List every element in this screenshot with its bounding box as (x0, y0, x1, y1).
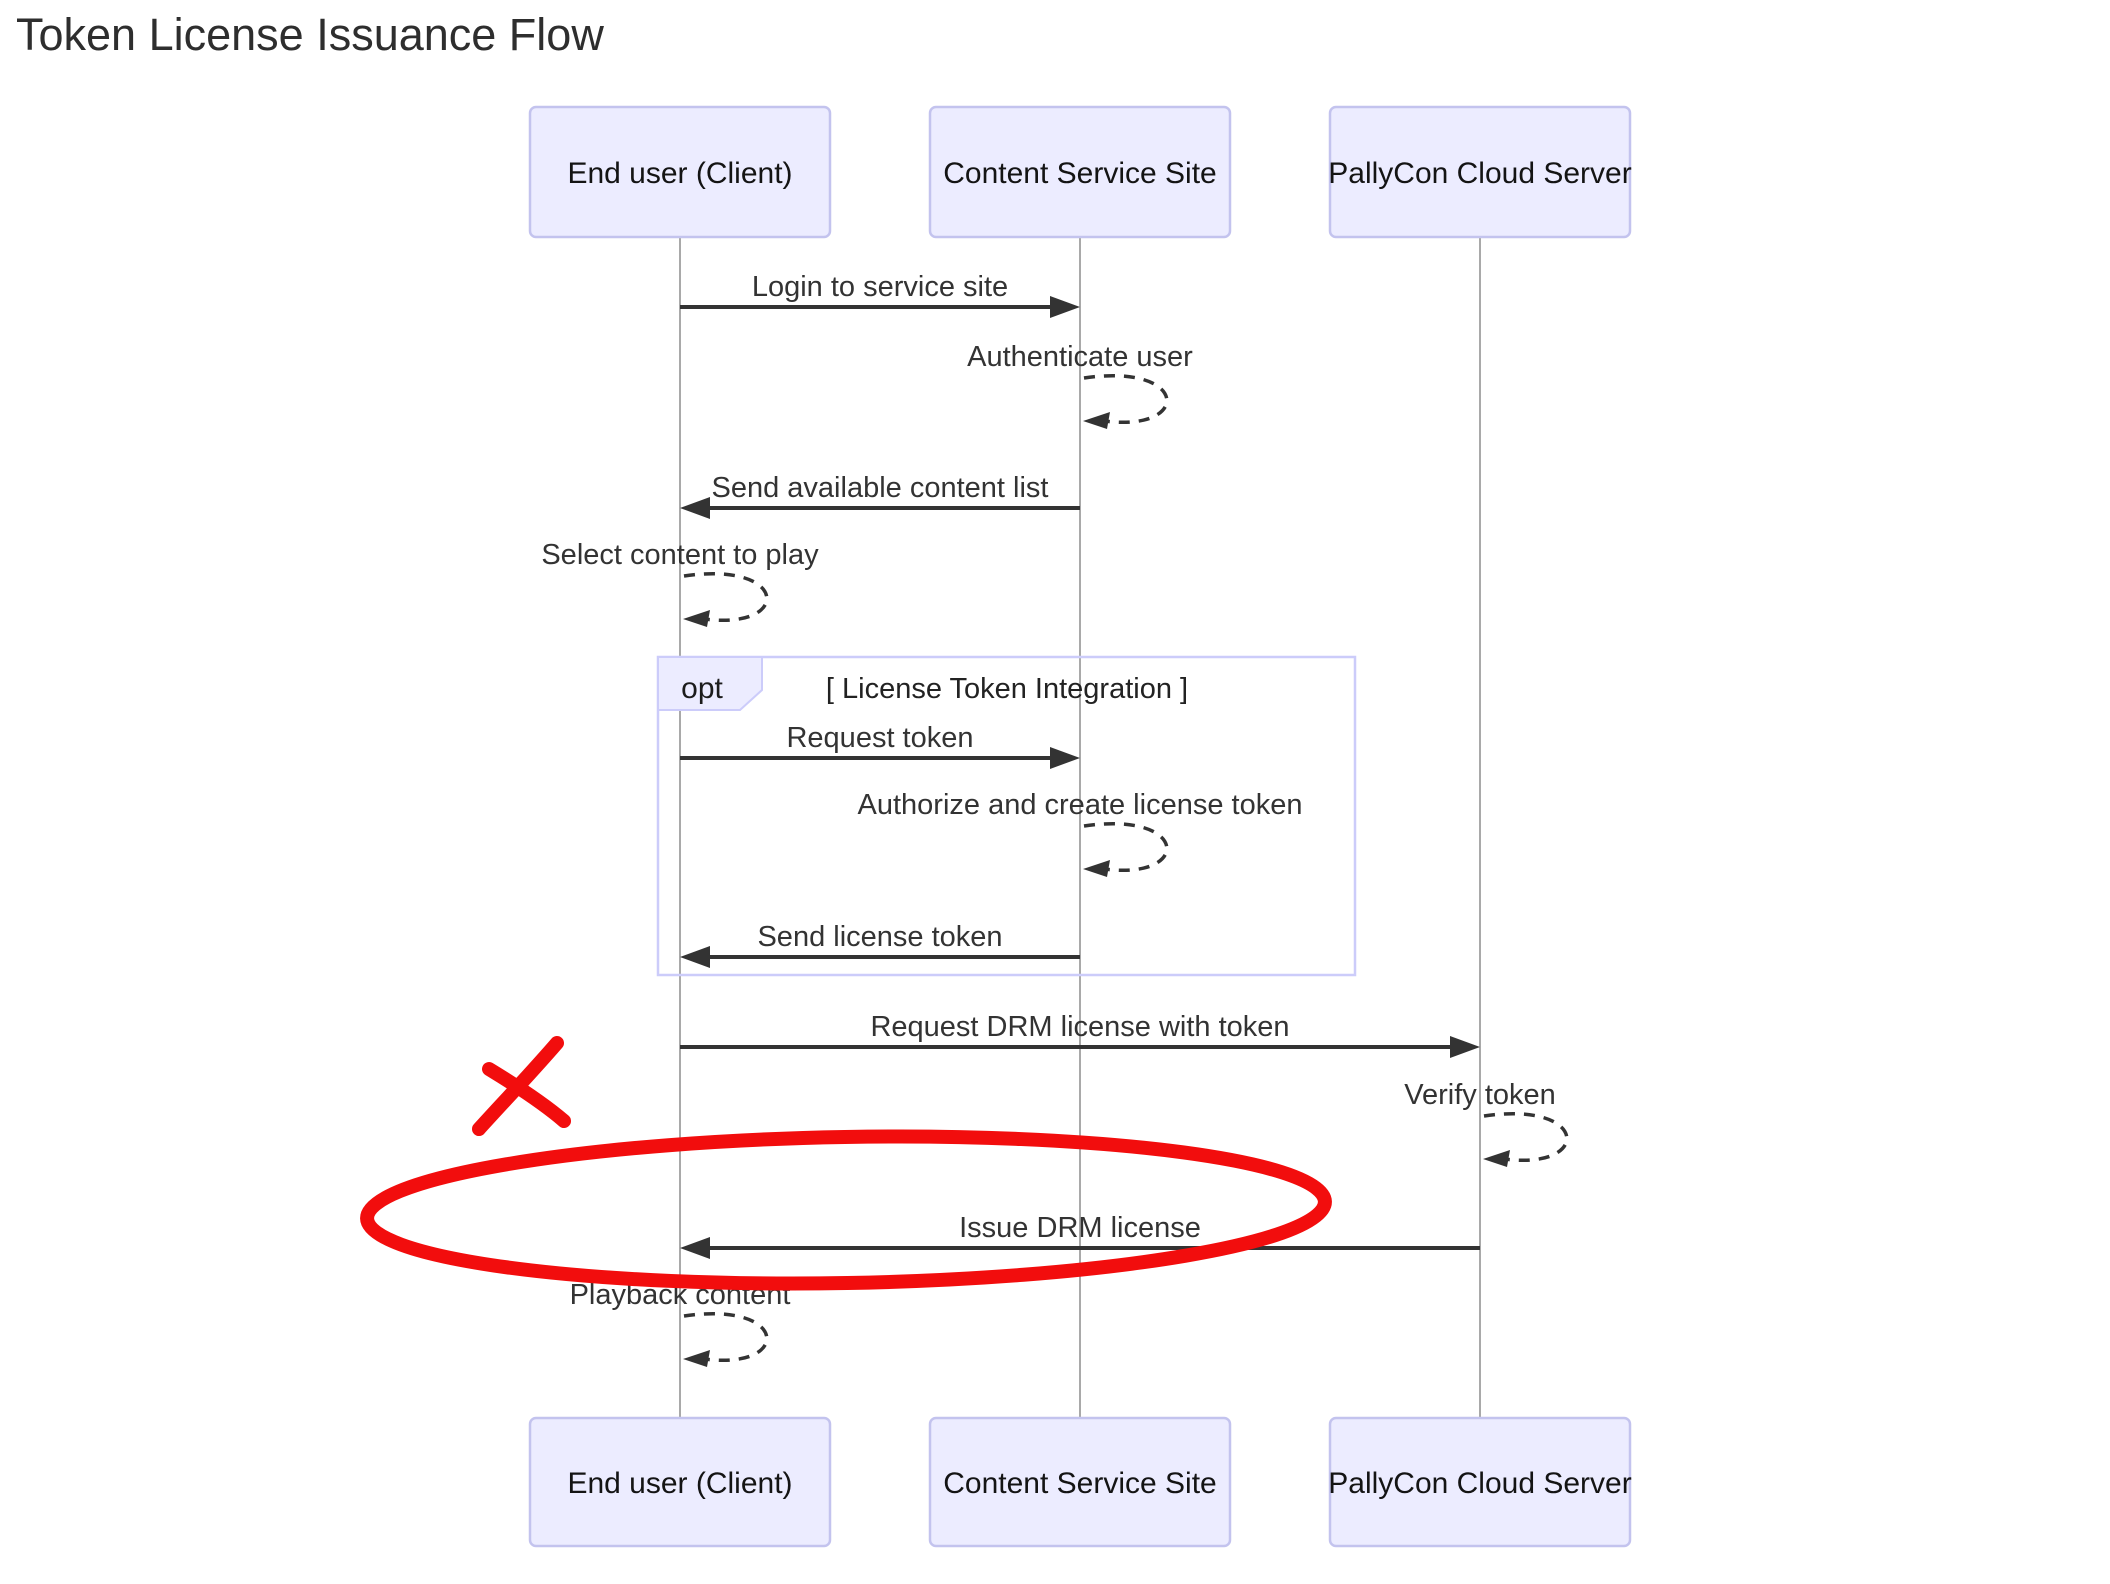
arrowhead-left-icon (1083, 860, 1110, 877)
actor-box-pallycon-bottom (1328, 1416, 1632, 1548)
message-label: Authorize and create license token (858, 789, 1303, 821)
message-label: Send available content list (712, 472, 1049, 504)
message-label: Login to service site (752, 271, 1008, 303)
arrowhead-right-icon (1050, 296, 1080, 318)
actor-label-end-user-bottom: End user (Client) (567, 1467, 792, 1500)
actor-box-pallycon-top (1328, 105, 1632, 239)
message-label: Send license token (757, 921, 1002, 953)
message-label: Verify token (1404, 1079, 1556, 1111)
red-circle-annotation (360, 1129, 1332, 1291)
actor-box-end-user-top (528, 105, 832, 239)
arrowhead-left-icon (1483, 1150, 1510, 1167)
message-label: Request token (786, 722, 973, 754)
actor-label-pallycon-top: PallyCon Cloud Server (1328, 157, 1631, 190)
actor-box-end-user-bottom (528, 1416, 832, 1548)
message-label: Issue DRM license (959, 1212, 1201, 1244)
actors-bottom: End user (Client) Content Service Site P… (528, 1416, 1632, 1548)
actor-label-content-service-bottom: Content Service Site (943, 1467, 1216, 1500)
arrowhead-right-icon (1450, 1036, 1480, 1058)
message-send-license-token: Send license token (680, 921, 1080, 968)
actor-label-end-user-top: End user (Client) (567, 157, 792, 190)
opt-fragment: opt [ License Token Integration ] (656, 655, 1357, 977)
message-send-content-list: Send available content list (680, 472, 1080, 519)
message-login: Login to service site (680, 271, 1080, 318)
message-issue-drm-license: Issue DRM license (680, 1212, 1480, 1259)
self-message-authenticate: Authenticate user (967, 341, 1193, 429)
self-loop-path (1083, 822, 1169, 872)
actors-top: End user (Client) Content Service Site P… (528, 105, 1632, 239)
opt-keyword: opt (681, 672, 723, 705)
self-message-authorize: Authorize and create license token (858, 789, 1303, 877)
lifelines (679, 237, 1481, 1418)
red-annotations (360, 1036, 1332, 1291)
page-title: Token License Issuance Flow (16, 9, 604, 60)
arrowhead-left-icon (683, 1350, 710, 1367)
self-loop-path (683, 1312, 769, 1362)
self-loop-path (683, 572, 769, 622)
opt-label-tab (657, 656, 763, 711)
arrowhead-right-icon (1050, 747, 1080, 769)
self-message-select-content: Select content to play (541, 539, 819, 627)
message-request-drm-license: Request DRM license with token (680, 1011, 1480, 1058)
arrowhead-left-icon (680, 497, 710, 519)
actor-label-pallycon-bottom: PallyCon Cloud Server (1328, 1467, 1631, 1500)
red-x-mark-icon (482, 1062, 571, 1128)
arrowhead-left-icon (683, 610, 710, 627)
message-request-token: Request token (680, 722, 1080, 769)
opt-frame (656, 655, 1357, 977)
message-label: Select content to play (541, 539, 819, 571)
arrowhead-left-icon (680, 946, 710, 968)
actor-box-content-service-bottom (928, 1416, 1232, 1548)
self-loop-path (1483, 1112, 1569, 1162)
arrowhead-left-icon (1083, 412, 1110, 429)
actor-label-content-service-top: Content Service Site (943, 157, 1216, 190)
message-label: Request DRM license with token (870, 1011, 1289, 1043)
message-label: Authenticate user (967, 341, 1193, 373)
self-loop-path (1083, 374, 1169, 424)
arrowhead-left-icon (680, 1237, 710, 1259)
actor-box-content-service-top (928, 105, 1232, 239)
self-message-verify-token: Verify token (1404, 1079, 1569, 1167)
opt-condition: [ License Token Integration ] (826, 673, 1188, 705)
